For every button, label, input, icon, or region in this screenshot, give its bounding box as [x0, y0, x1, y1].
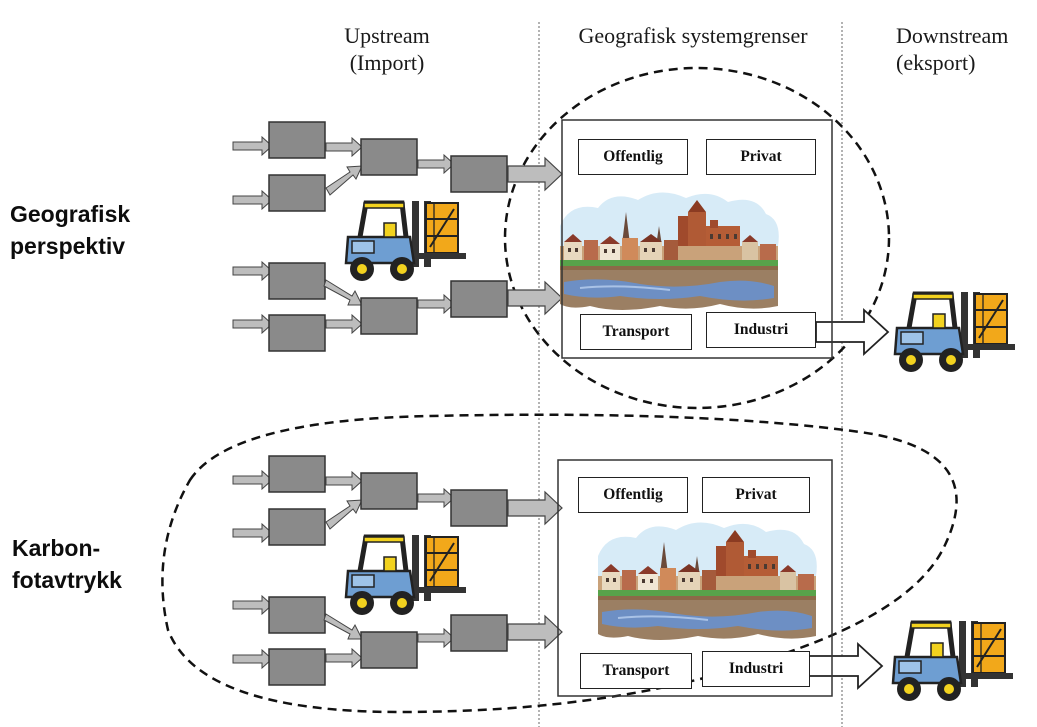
upstream-chain-carbon [232, 455, 563, 686]
upstream-chain-geographic [232, 121, 563, 352]
geographic-boundary-ellipse [503, 66, 891, 410]
row-label-geographic-line2: perspektiv [10, 233, 126, 259]
forklift-icon-export-bottom [893, 621, 1013, 701]
sector-private-top: Privat [706, 139, 816, 175]
system-box-geographic [561, 119, 833, 359]
forklift-icon [346, 201, 466, 281]
sector-public-bottom: Offentlig [578, 477, 688, 513]
forklift-icon-export-top [895, 292, 1015, 372]
row-label-carbon: Karbon- fotavtrykk [12, 532, 122, 596]
downstream-label: Downstream [896, 23, 1009, 48]
town-skyline-icon [559, 191, 780, 311]
row-label-geographic-line1: Geografisk [10, 201, 131, 227]
system-box-carbon [557, 459, 833, 697]
forklift-icon-bottom [346, 535, 466, 615]
export-arrow-bottom [807, 641, 884, 691]
row-label-carbon-line2: fotavtrykk [12, 567, 122, 593]
carbon-footprint-boundary [161, 413, 958, 714]
sector-industry-top: Industri [706, 312, 816, 348]
sector-transport-top: Transport [580, 314, 692, 350]
sector-transport-bottom: Transport [580, 653, 692, 689]
column-header-geographic: Geografisk systemgrenser [548, 22, 838, 49]
sector-private-bottom: Privat [702, 477, 810, 513]
system-boundary-lines [538, 22, 843, 727]
row-label-geographic: Geografisk perspektiv [10, 198, 130, 262]
export-arrow-top [815, 307, 890, 357]
upstream-label: Upstream [344, 23, 430, 48]
sector-public-top: Offentlig [578, 139, 688, 175]
town-skyline-icon-bottom [597, 521, 818, 641]
sector-industry-bottom: Industri [702, 651, 810, 687]
column-header-downstream: Downstream (eksport) [896, 22, 1036, 76]
row-label-carbon-line1: Karbon- [12, 535, 101, 561]
downstream-sublabel: (eksport) [896, 50, 976, 75]
column-header-upstream: Upstream (Import) [322, 22, 452, 76]
geographic-boundary-label: Geografisk systemgrenser [578, 23, 808, 48]
upstream-sublabel: (Import) [349, 50, 425, 75]
